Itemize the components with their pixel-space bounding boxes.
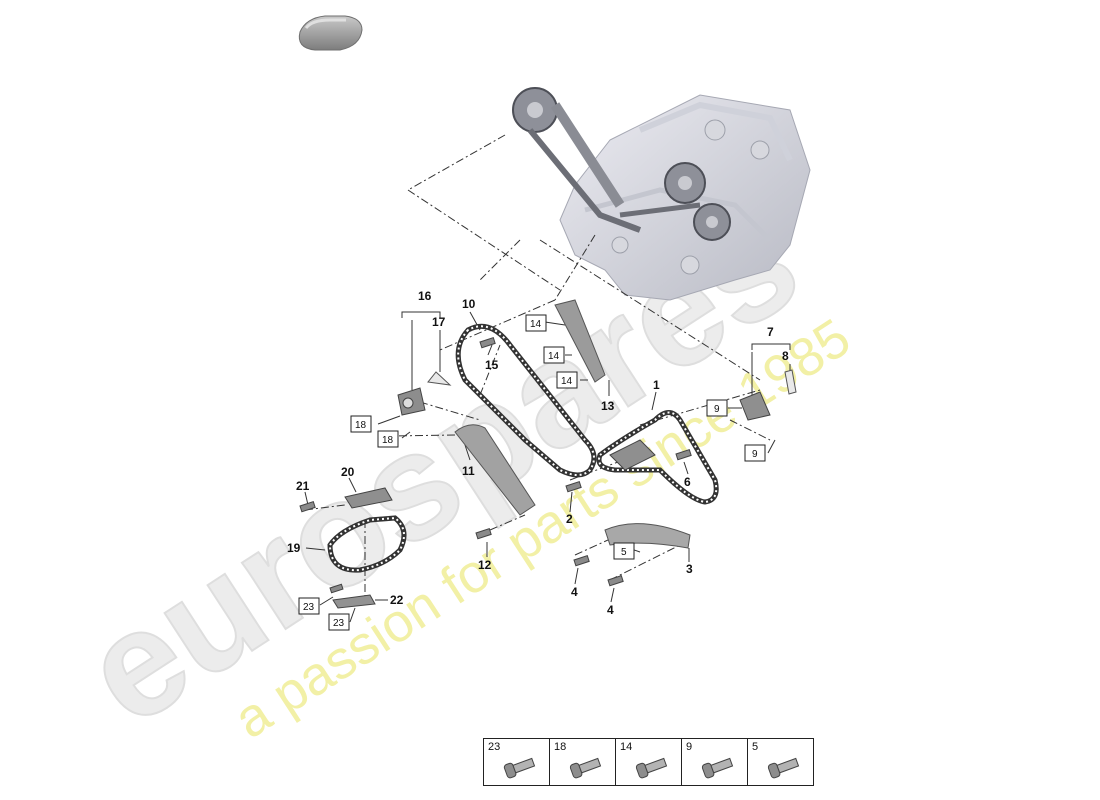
boxed-callout-18b: 18: [382, 435, 394, 446]
engine-assembly: [512, 87, 811, 301]
callout-7: 7: [767, 325, 774, 339]
callout-labels: 1 2 3 4 4 6 7 8 10 11 12 13 15 16 17 19 …: [287, 289, 789, 617]
callout-17: 17: [432, 315, 446, 329]
seal-17: [427, 371, 452, 386]
callout-13: 13: [601, 399, 615, 413]
bolt-icon: [569, 757, 602, 779]
boxed-callout-9a: 9: [714, 404, 720, 415]
legend-number: 5: [752, 741, 759, 753]
callout-21: 21: [296, 479, 310, 493]
legend-cell: 9: [681, 738, 748, 786]
drive-chain: [596, 410, 719, 505]
legend-cell: 23: [483, 738, 550, 786]
timing-chain: [455, 323, 597, 478]
callout-10: 10: [462, 297, 476, 311]
tensioner-16: [397, 387, 426, 416]
oil-pump-chain: [327, 515, 407, 573]
guide-22: [332, 594, 376, 609]
callout-4b: 4: [607, 603, 614, 617]
bolts: [299, 337, 692, 594]
bolt-icon: [701, 757, 734, 779]
legend-number: 14: [620, 741, 633, 753]
boxed-callout-23b: 23: [333, 618, 345, 629]
seal-cap: [298, 15, 363, 51]
callout-11: 11: [462, 464, 475, 478]
boxed-callouts: [298, 314, 766, 631]
callout-6: 6: [684, 475, 691, 489]
callout-12: 12: [478, 558, 492, 572]
boxed-callout-23a: 23: [303, 602, 315, 613]
legend-number: 23: [488, 741, 501, 753]
boxed-callout-14c: 14: [561, 376, 573, 387]
pin-8: [784, 369, 797, 395]
callout-3: 3: [686, 562, 693, 576]
tensioner-7: [739, 391, 771, 421]
bolt-icon: [503, 757, 536, 779]
fastener-legend: 23 18 14 9 5: [483, 738, 814, 786]
boxed-callout-9b: 9: [752, 449, 758, 460]
boxed-callout-14b: 14: [548, 351, 560, 362]
legend-cell: 5: [747, 738, 814, 786]
boxed-callout-18a: 18: [355, 420, 367, 431]
boxed-callout-labels: 14 14 14 18 18 9 9 5 23 23: [303, 319, 758, 629]
legend-cell: 18: [549, 738, 616, 786]
boxed-callout-14a: 14: [530, 319, 542, 330]
callout-16: 16: [418, 289, 432, 303]
callout-19: 19: [287, 541, 301, 555]
bolt-icon: [635, 757, 668, 779]
callout-1: 1: [653, 378, 660, 392]
callout-22: 22: [390, 593, 404, 607]
callout-8: 8: [782, 349, 789, 363]
callout-20: 20: [341, 465, 355, 479]
bolt-icon: [767, 757, 800, 779]
tensioner-rail-11: [454, 424, 536, 516]
sprocket-20: [344, 487, 393, 509]
boxed-callout-5: 5: [621, 547, 627, 558]
guide-rail-13: [554, 299, 606, 383]
legend-cell: 14: [615, 738, 682, 786]
callout-15: 15: [485, 358, 499, 372]
leader-lines: [304, 311, 791, 623]
callout-4a: 4: [571, 585, 578, 599]
legend-number: 18: [554, 741, 567, 753]
callout-2: 2: [566, 512, 573, 526]
chain-tensioner: [609, 439, 656, 471]
legend-number: 9: [686, 741, 693, 753]
